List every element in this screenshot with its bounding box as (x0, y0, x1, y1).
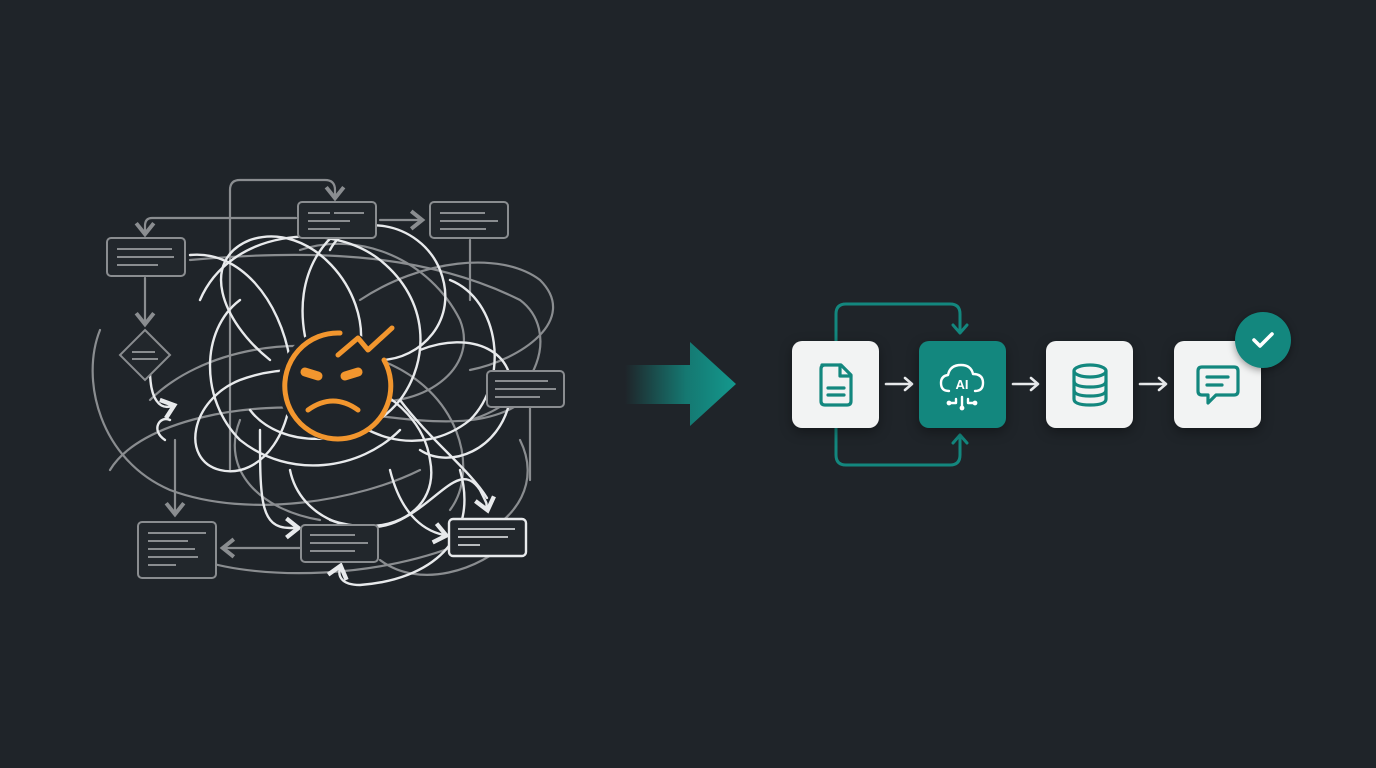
white-tangle (148, 224, 513, 587)
pipeline-step-database (1046, 341, 1133, 428)
workflow-box (137, 521, 217, 579)
checkmark-icon (1252, 332, 1274, 348)
workflow-box (297, 201, 377, 239)
workflow-box (486, 370, 565, 408)
pipeline-step-ai: AI (919, 341, 1006, 428)
ai-label: AI (955, 377, 968, 392)
workflow-box (106, 237, 186, 277)
completion-badge (1235, 312, 1291, 368)
frustrated-face-icon (278, 325, 395, 442)
workflow-box (429, 201, 509, 239)
database-icon (1071, 362, 1108, 407)
decision-diamond (118, 328, 172, 382)
workflow-box (300, 524, 379, 563)
pipeline-step-document (792, 341, 879, 428)
ai-cloud-icon: AI (939, 363, 984, 410)
document-icon (818, 362, 853, 407)
workflow-box (447, 517, 528, 558)
chat-bubble-icon (1195, 364, 1240, 405)
workflow-boxes (106, 201, 565, 579)
